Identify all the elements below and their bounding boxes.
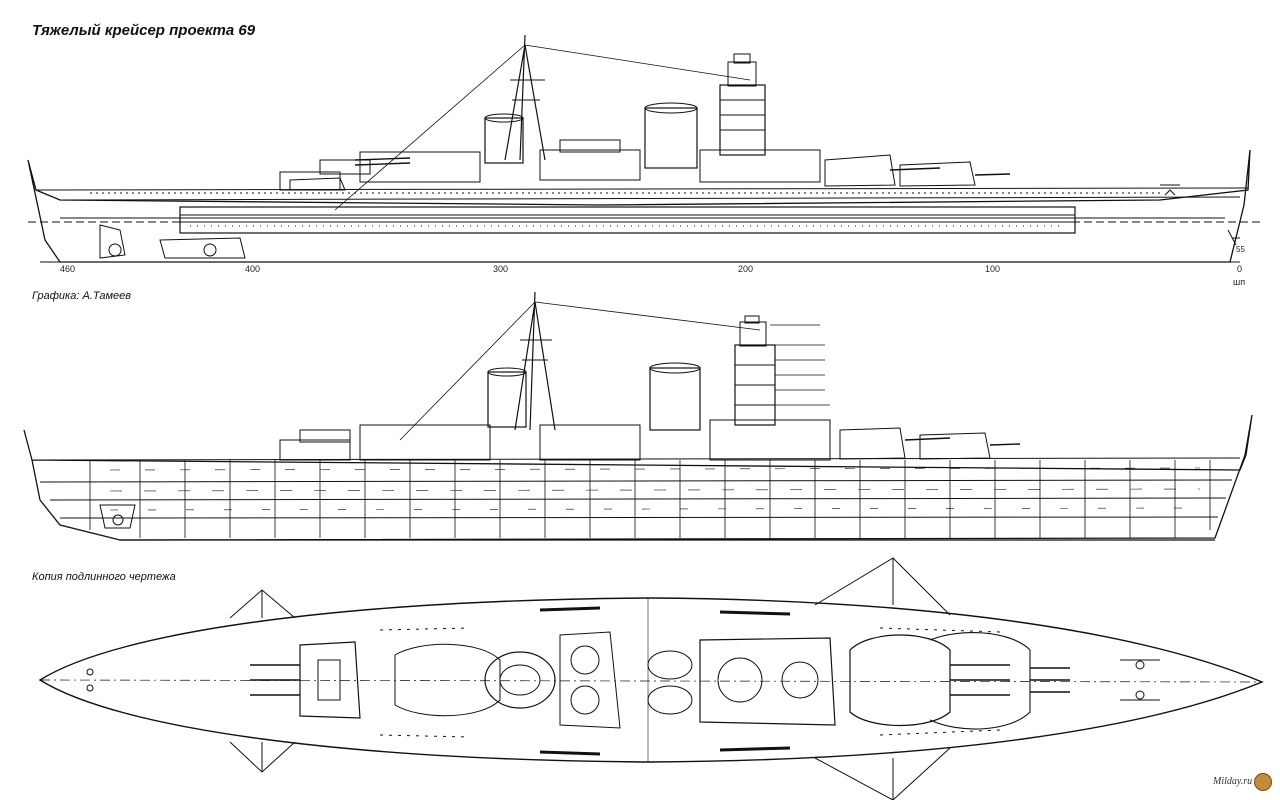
drawing-title: Тяжелый крейсер проекта 69 — [32, 22, 256, 39]
original-copy-note: Копия подлинного чертежа — [32, 571, 176, 583]
frame-label-300: 300 — [493, 264, 509, 274]
outboard-profile-view — [27, 34, 1262, 263]
frame-label-100: 100 — [985, 264, 1001, 274]
compartment-bulkheads — [89, 460, 1211, 538]
plan-view — [38, 557, 1264, 800]
frame-label-200: 200 — [738, 264, 754, 274]
bow-mark-label: 55 — [1236, 245, 1245, 254]
watermark-text: Milday.ru — [1213, 776, 1253, 787]
inboard-profile-view — [23, 291, 1253, 541]
watermark-logo — [1254, 773, 1272, 791]
graphics-credit: Графика: А.Тамеев — [32, 290, 131, 302]
frame-label-400: 400 — [245, 264, 261, 274]
frame-label-0: 0 — [1237, 264, 1243, 274]
frame-label-460: 460 — [60, 264, 76, 274]
frame-unit-label: шп — [1233, 277, 1246, 287]
